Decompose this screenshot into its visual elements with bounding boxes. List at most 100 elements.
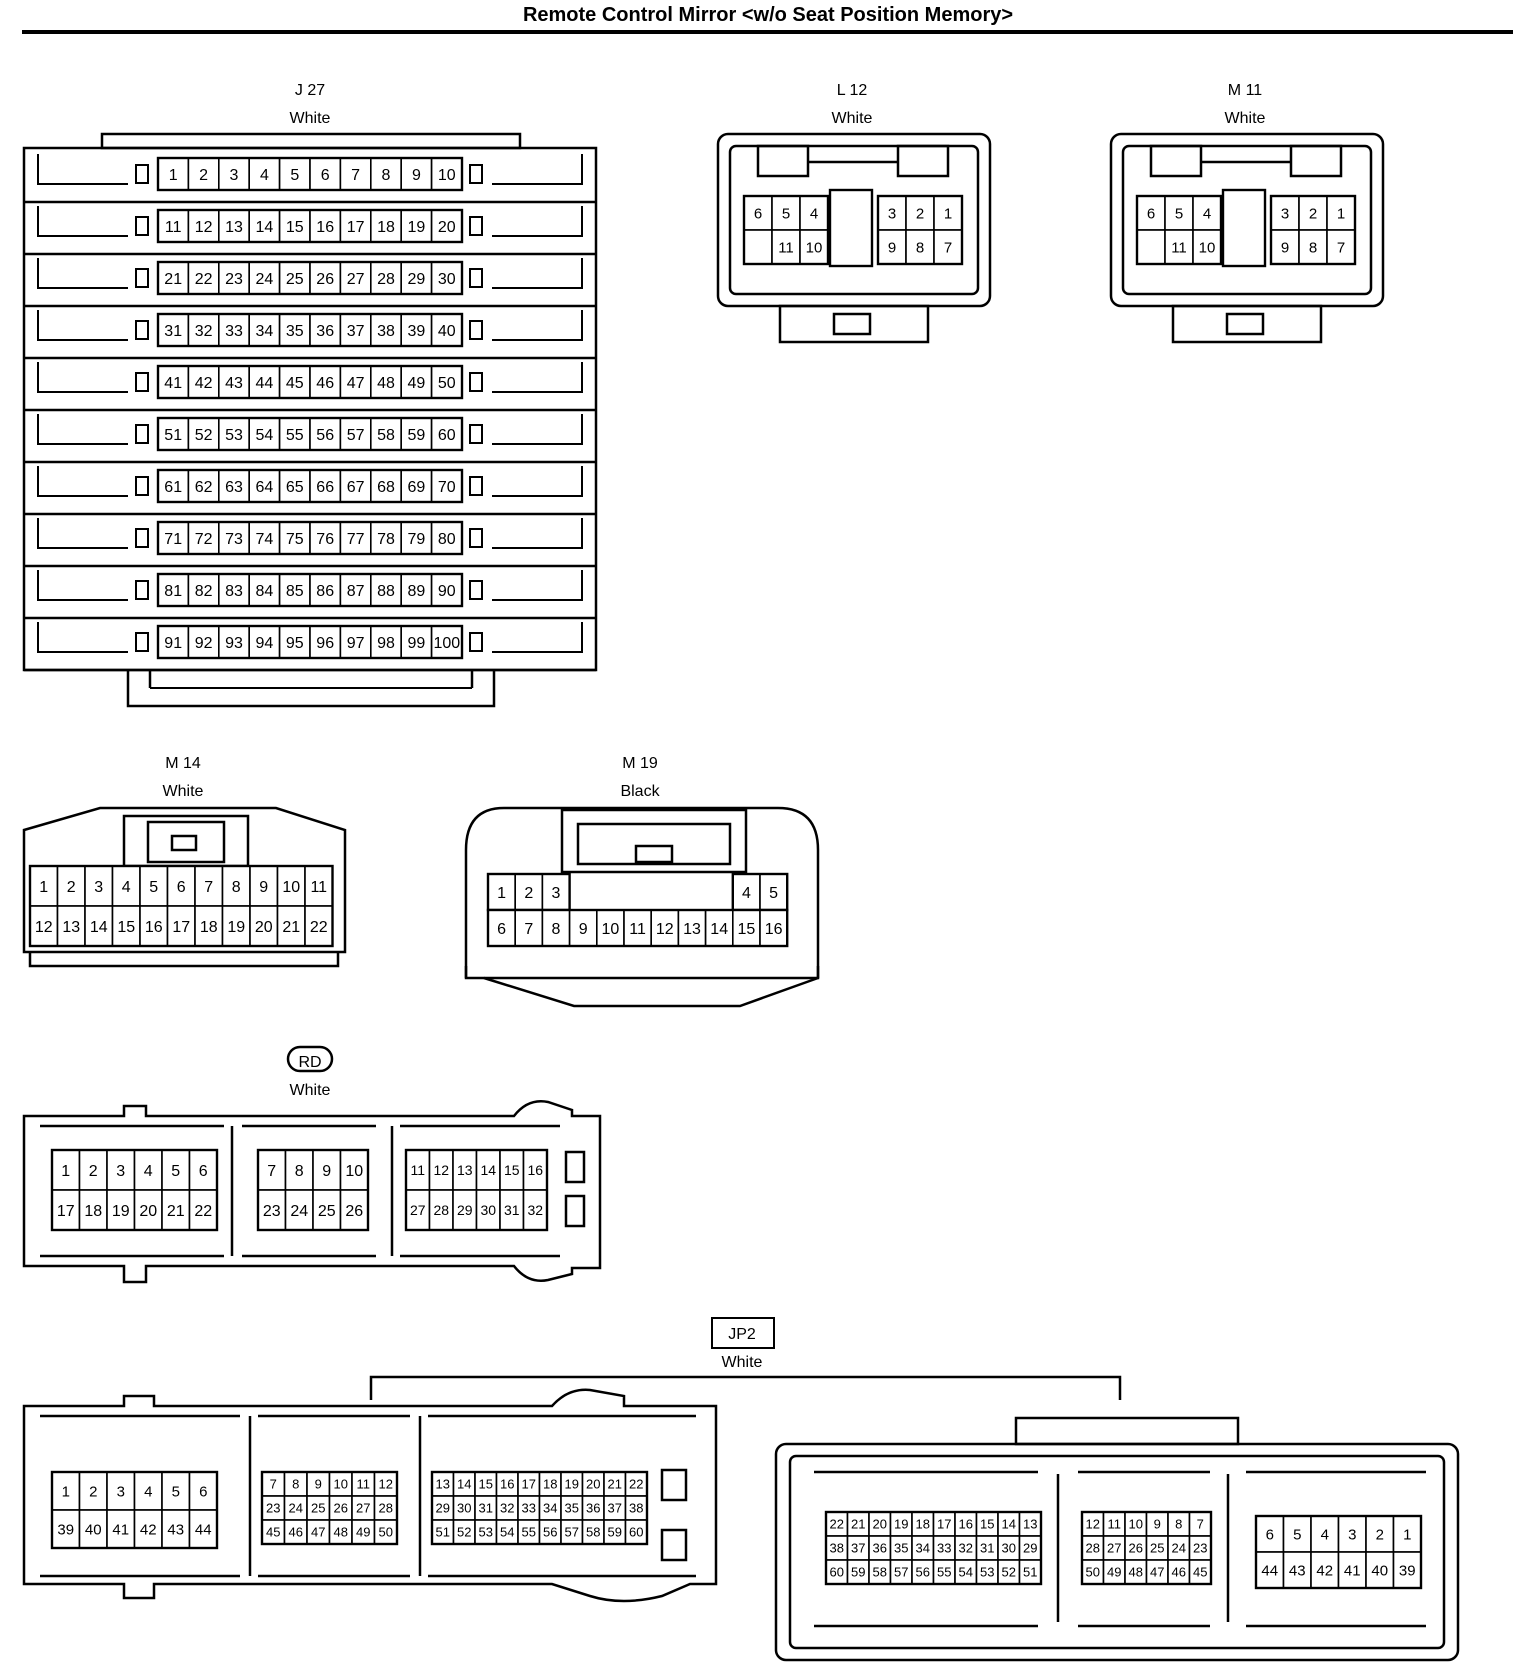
jp2-right-pin-59: 59	[846, 1559, 870, 1585]
pin-number: 3	[1281, 205, 1289, 222]
pin-number: 8	[916, 239, 924, 256]
rd-badge-outline	[286, 1045, 334, 1073]
pin-number: 30	[480, 1202, 496, 1218]
rd-pin-15: 15	[499, 1149, 525, 1191]
m19-pin-6: 6	[487, 909, 517, 947]
pin-number: 72	[195, 531, 213, 548]
pin-cell	[339, 313, 372, 347]
pin-number: 7	[267, 1163, 276, 1180]
pin-number: 82	[195, 583, 213, 600]
pin-number: 10	[806, 239, 823, 256]
j27-pin-33: 33	[218, 313, 251, 347]
j27-pin-3: 3	[218, 157, 251, 191]
row-key-left	[135, 632, 149, 652]
pin-number: 93	[225, 635, 243, 652]
pin-number: 97	[347, 635, 365, 652]
jp2-right-pin-53: 53	[975, 1559, 999, 1585]
pin-number: 71	[164, 531, 182, 548]
pin-number: 32	[959, 1541, 973, 1556]
pin-number: 39	[1399, 1562, 1416, 1579]
pin-number: 24	[289, 1501, 303, 1516]
pin-number: 59	[851, 1565, 865, 1580]
m19-block-outline	[486, 908, 789, 948]
jp2-left-pin-35: 35	[560, 1495, 584, 1521]
pin-number: 35	[894, 1541, 908, 1556]
pin-number: 26	[345, 1203, 363, 1220]
j27-pin-21: 21	[157, 261, 190, 295]
jp2-right-pin-50: 50	[1081, 1559, 1105, 1585]
pin-number: 12	[379, 1477, 393, 1492]
pin-number: 57	[347, 427, 365, 444]
pin-cell	[51, 1509, 81, 1549]
l12-code-label: L 12	[836, 82, 868, 99]
pin-number: 44	[256, 375, 274, 392]
rd-color-label: White	[289, 1082, 331, 1099]
pin-number: 56	[316, 427, 334, 444]
pin-cell	[933, 229, 963, 265]
pin-number: 8	[552, 921, 561, 938]
latch-outline	[37, 154, 583, 185]
j27-block-outline	[156, 624, 464, 660]
j27-pin-39: 39	[400, 313, 433, 347]
pin-number: 20	[139, 1203, 157, 1220]
m14-pin-3: 3	[84, 865, 114, 907]
j27-pin-22: 22	[187, 261, 220, 295]
jp2-left-pin-46: 46	[283, 1519, 308, 1545]
pin-number: 27	[1107, 1541, 1121, 1556]
row-key-right	[469, 320, 483, 340]
pin-number: 99	[408, 635, 426, 652]
j27-pin-35: 35	[278, 313, 311, 347]
jp2-right-pin-56: 56	[911, 1559, 935, 1585]
j27-pin-42: 42	[187, 365, 220, 399]
jp2-right-pin-60: 60	[825, 1559, 849, 1585]
pin-number: 20	[255, 919, 273, 936]
j27-pin-72: 72	[187, 521, 220, 555]
pin-number: 67	[347, 479, 365, 496]
j27-color-label: White	[289, 110, 331, 127]
pin-cell	[84, 905, 114, 947]
pin-number: 10	[602, 921, 620, 938]
pin-number: 31	[479, 1501, 493, 1516]
jp2-left-pin-44: 44	[188, 1509, 218, 1549]
jp2-left-pin-2: 2	[78, 1471, 108, 1511]
j27-pin-46: 46	[309, 365, 342, 399]
j27-pin-81: 81	[157, 573, 190, 607]
pin-cell	[218, 417, 251, 451]
j27-pin-30: 30	[430, 261, 463, 295]
j27-pin-78: 78	[369, 521, 402, 555]
pin-number: 86	[316, 583, 334, 600]
pin-number: 41	[112, 1521, 129, 1538]
l12-pin-10: 10	[799, 229, 829, 265]
pin-number: 31	[980, 1541, 994, 1556]
rd-pin-22: 22	[188, 1189, 218, 1231]
m19-pin-9: 9	[568, 909, 598, 947]
pin-number: 4	[1321, 1526, 1329, 1543]
pin-number: 12	[195, 219, 213, 236]
pin-number: 4	[1203, 205, 1211, 222]
pin-number: 11	[1171, 239, 1187, 256]
jp2-left-pin-10: 10	[328, 1471, 353, 1497]
jp2-right-pin-31: 31	[975, 1535, 999, 1561]
m19-pin-4: 4	[731, 873, 761, 911]
pin-number: 11	[778, 239, 794, 256]
pin-number: 31	[164, 323, 182, 340]
j27-pin-24: 24	[248, 261, 281, 295]
jp2-right-pin-26: 26	[1124, 1535, 1148, 1561]
pin-number: 2	[89, 1483, 97, 1500]
title-rule	[22, 30, 1513, 34]
pin-number: 53	[980, 1565, 994, 1580]
pin-cell	[1310, 1551, 1340, 1589]
jp2-right-pin-48: 48	[1124, 1559, 1148, 1585]
m19-pin-10: 10	[595, 909, 625, 947]
pin-cell	[312, 1189, 342, 1231]
pin-number: 11	[1108, 1517, 1122, 1532]
j27-pin-58: 58	[369, 417, 402, 451]
jp2-right-pin-21: 21	[846, 1511, 870, 1537]
rd-pin-14: 14	[475, 1149, 501, 1191]
pin-cell	[799, 229, 829, 265]
pin-number: 26	[334, 1501, 348, 1516]
jp2-left-pin-27: 27	[351, 1495, 376, 1521]
